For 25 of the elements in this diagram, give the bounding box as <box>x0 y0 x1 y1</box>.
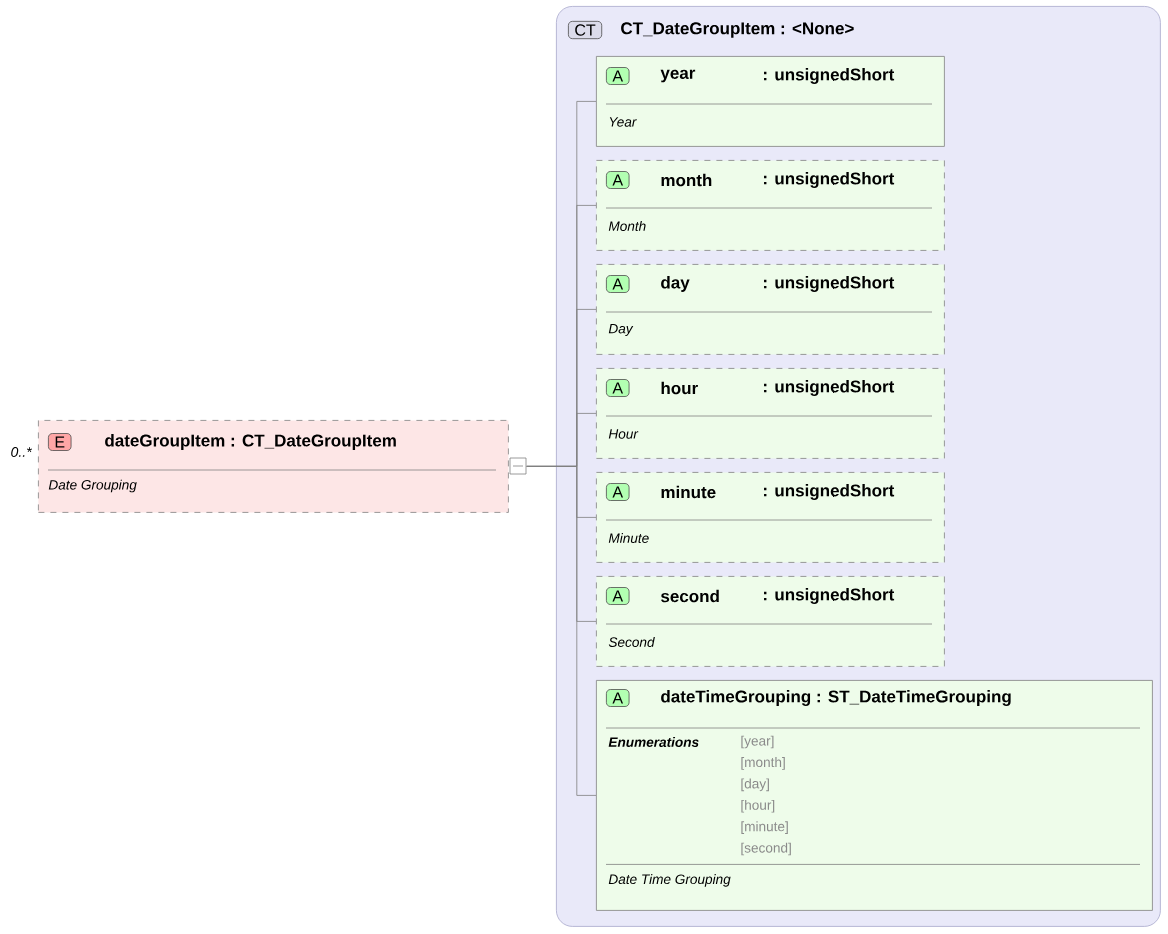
badge: CT <box>568 20 603 40</box>
connector-line <box>526 466 597 796</box>
attribute-type: : unsignedShort <box>764 588 895 604</box>
badge: A <box>606 587 630 605</box>
element-title: dateGroupItem : CT_DateGroupItem <box>105 434 396 450</box>
attribute-name: minute <box>661 485 716 499</box>
attribute-type: : unsignedShort <box>764 380 895 396</box>
attribute-name: day <box>661 276 690 292</box>
attribute-type: : unsignedShort <box>764 484 895 500</box>
badge: A <box>606 689 630 707</box>
attribute-name: year <box>660 69 696 83</box>
attribute-name: month <box>661 173 712 187</box>
badge: A <box>606 67 630 85</box>
attribute-title: dateTimeGrouping : ST_DateTimeGrouping <box>661 690 1011 706</box>
badge: E <box>48 433 72 451</box>
badge: A <box>606 171 630 189</box>
attribute-name: second <box>661 589 719 603</box>
badge: A <box>606 275 630 293</box>
attribute-type: : unsignedShort <box>764 68 895 84</box>
badge: A <box>606 379 630 397</box>
type-title: CT_DateGroupItem : <None> <box>621 22 854 38</box>
attribute-type: : unsignedShort <box>764 276 895 292</box>
badge: A <box>606 483 630 501</box>
attribute-type: : unsignedShort <box>764 172 895 188</box>
attribute-name: hour <box>661 381 698 395</box>
